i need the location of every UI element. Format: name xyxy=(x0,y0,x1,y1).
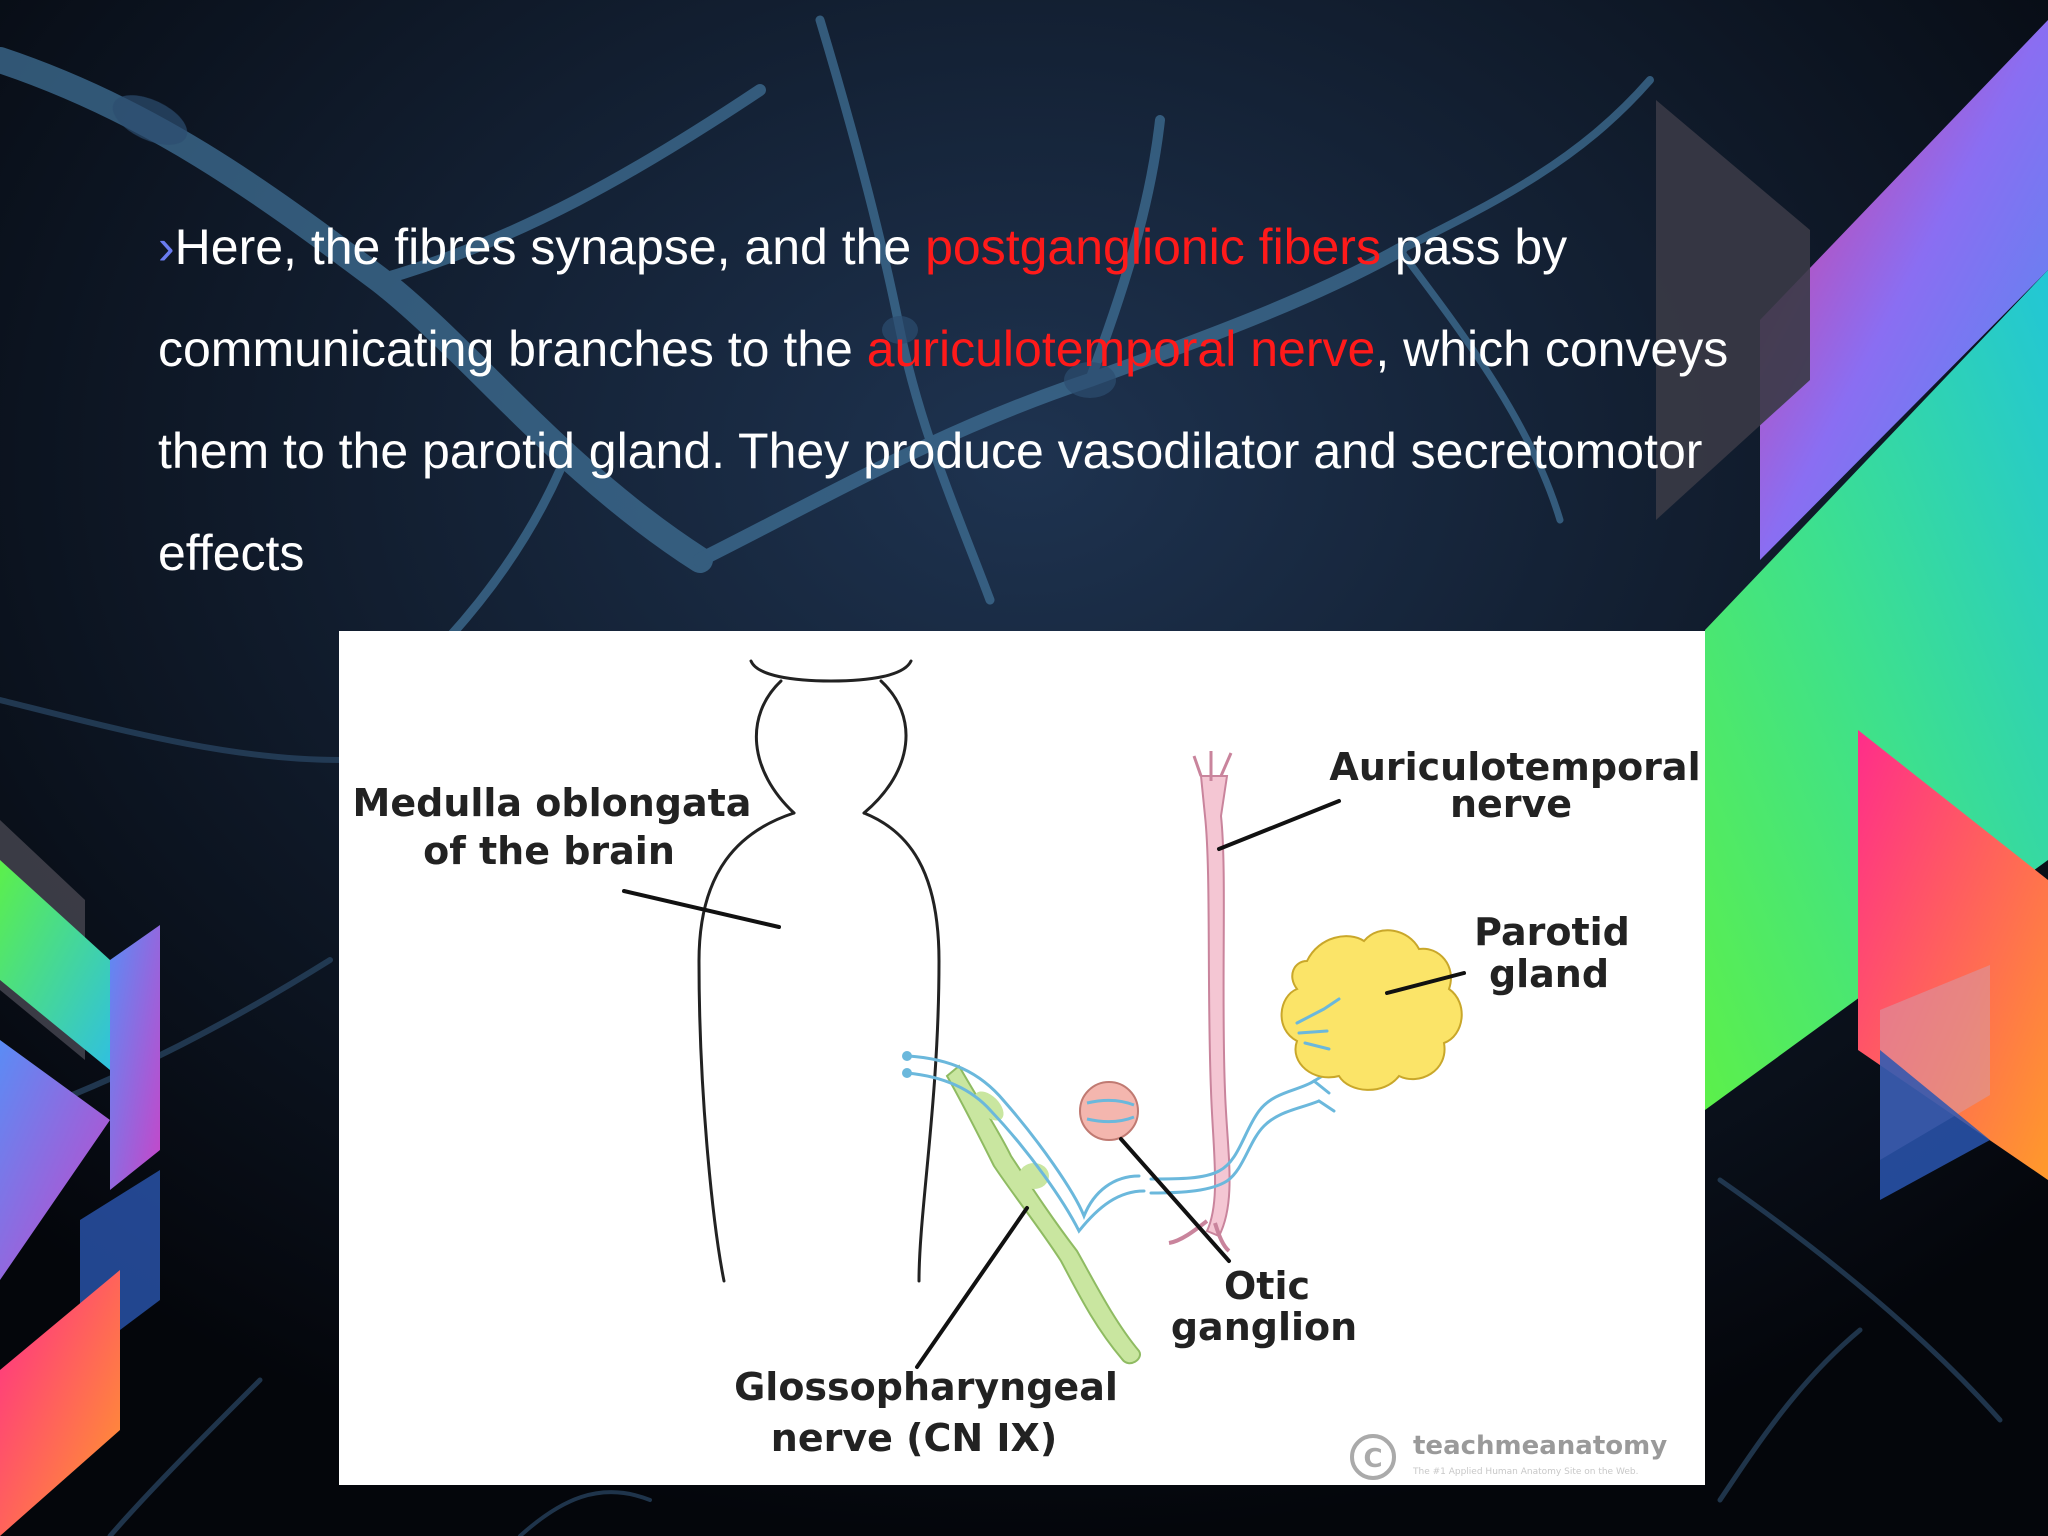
text-segment: pass by communicating branches to the xyxy=(158,219,1568,377)
label-auriculotemporal-line1: Auriculotemporal xyxy=(1329,745,1700,789)
label-parotid-line1: Parotid xyxy=(1474,910,1630,954)
nerve-fibers xyxy=(905,1054,1336,1234)
label-medulla-line1: Medulla oblongata xyxy=(353,781,752,825)
label-otic-line1: Otic xyxy=(1224,1264,1310,1308)
label-medulla-line2: of the brain xyxy=(423,829,675,873)
label-otic-line2: ganglion xyxy=(1171,1305,1357,1349)
label-glossopharyngeal-line1: Glossopharyngeal xyxy=(734,1365,1118,1409)
label-parotid-line2: gland xyxy=(1489,952,1609,996)
highlight-postganglionic-fibers: postganglionic fibers xyxy=(925,219,1381,275)
label-glossopharyngeal-line2: nerve (CN IX) xyxy=(771,1416,1057,1460)
leader-lines xyxy=(622,799,1466,1369)
copyright-icon xyxy=(1350,1434,1396,1480)
label-auriculotemporal-line2: nerve xyxy=(1450,782,1572,826)
text-segment: , which conveys them to the parotid glan… xyxy=(158,321,1729,581)
svg-text:C: C xyxy=(1363,1444,1382,1474)
highlight-auriculotemporal-nerve: auriculotemporal nerve xyxy=(866,321,1376,377)
parotid-gland xyxy=(1280,929,1463,1091)
medulla-outline xyxy=(697,659,941,1283)
diagram-svg: Medulla oblongata of the brain Auriculot… xyxy=(353,659,1701,1480)
text-segment: Here, the fibres synapse, and the xyxy=(174,219,926,275)
body-text: ›Here, the fibres synapse, and the postg… xyxy=(158,196,1808,604)
glossopharyngeal-nerve xyxy=(945,1064,1141,1365)
watermark: C teachmeanatomy The #1 Applied Human An… xyxy=(1350,1431,1667,1480)
bullet-glyph: › xyxy=(158,219,175,275)
watermark-tagline: The #1 Applied Human Anatomy Site on the… xyxy=(1412,1467,1638,1477)
watermark-brand: teachmeanatomy xyxy=(1413,1431,1667,1461)
otic-ganglion xyxy=(1079,1081,1139,1141)
anatomy-diagram: Medulla oblongata of the brain Auriculot… xyxy=(339,631,1705,1485)
